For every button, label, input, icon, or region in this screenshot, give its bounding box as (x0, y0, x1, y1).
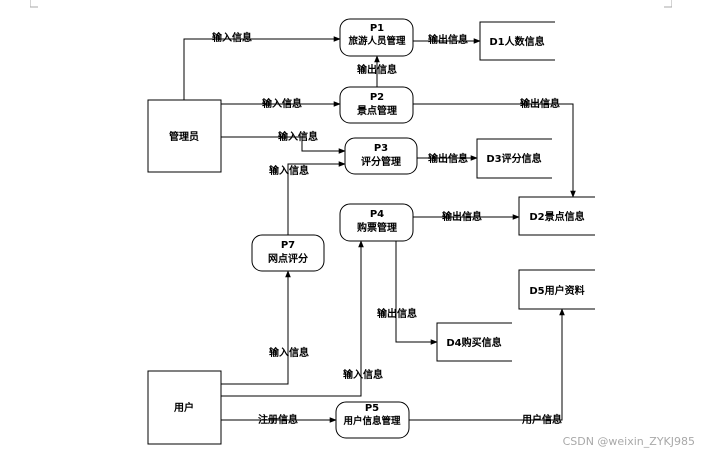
store-d4-label: D4购买信息 (446, 336, 501, 349)
process-p4-box (339, 203, 414, 242)
process-p3-box (344, 137, 418, 175)
watermark-text: CSDN @weixin_ZYKJ985 (562, 435, 695, 448)
process-p2-name: 景点管理 (357, 104, 397, 117)
flow-p3-d3-label: 输出信息 (428, 152, 468, 165)
flow-admin-p2-label: 输入信息 (262, 97, 302, 110)
flow-admin-p3-label: 输入信息 (278, 130, 318, 143)
flow-user-p7-line (221, 270, 291, 385)
entity-admin-label: 管理员 (169, 130, 199, 143)
store-d3-label: D3评分信息 (486, 152, 541, 165)
flow-admin-p1-line (183, 36, 341, 100)
flow-user-p4-label: 输入信息 (343, 368, 383, 381)
process-p7-id: P7 (281, 240, 295, 251)
store-d5-label: D5用户资料 (529, 284, 584, 297)
flow-p4-d2-label: 输出信息 (442, 210, 482, 223)
process-p1-id: P1 (370, 23, 384, 34)
corner-mark-right (664, 0, 672, 8)
flow-admin-p3-line (221, 136, 346, 154)
flow-user-p5-label: 注册信息 (258, 413, 298, 426)
entity-user-box (147, 370, 222, 445)
flow-admin-p1-label: 输入信息 (212, 31, 252, 44)
store-d2-label: D2景点信息 (529, 210, 584, 223)
flow-p7-p3-label: 输入信息 (269, 164, 309, 177)
flow-p4-d4-label: 输出信息 (377, 307, 417, 320)
process-p4-id: P4 (370, 209, 384, 220)
flow-p7-p3-line (287, 161, 346, 235)
process-p5-id: P5 (365, 403, 379, 414)
corner-mark-left (30, 0, 38, 8)
flow-p2-d2-line (413, 103, 576, 198)
flow-user-p7-label: 输入信息 (269, 346, 309, 359)
process-p5-name: 用户信息管理 (342, 415, 401, 427)
process-p3-id: P3 (374, 143, 388, 154)
store-d5-shape (518, 269, 595, 310)
entity-user-label: 用户 (173, 401, 194, 414)
flow-p4-d4-line (395, 241, 438, 345)
flow-p2-d2-label: 输出信息 (520, 97, 560, 110)
flow-p2-p1-label: 输出信息 (357, 63, 397, 76)
flow-user-p4-line (221, 240, 364, 397)
flow-p1-d1-label: 输出信息 (428, 33, 468, 46)
process-p7-name: 网点评分 (268, 252, 308, 265)
process-p4-name: 购票管理 (357, 221, 397, 234)
process-p3-name: 评分管理 (361, 155, 401, 168)
flow-p5-d5-line (409, 308, 565, 421)
process-p1-name: 旅游人员管理 (348, 35, 406, 47)
process-p2-id: P2 (370, 92, 384, 103)
store-d1-label: D1人数信息 (489, 35, 544, 48)
flow-p5-d5-label: 用户信息 (521, 413, 562, 426)
